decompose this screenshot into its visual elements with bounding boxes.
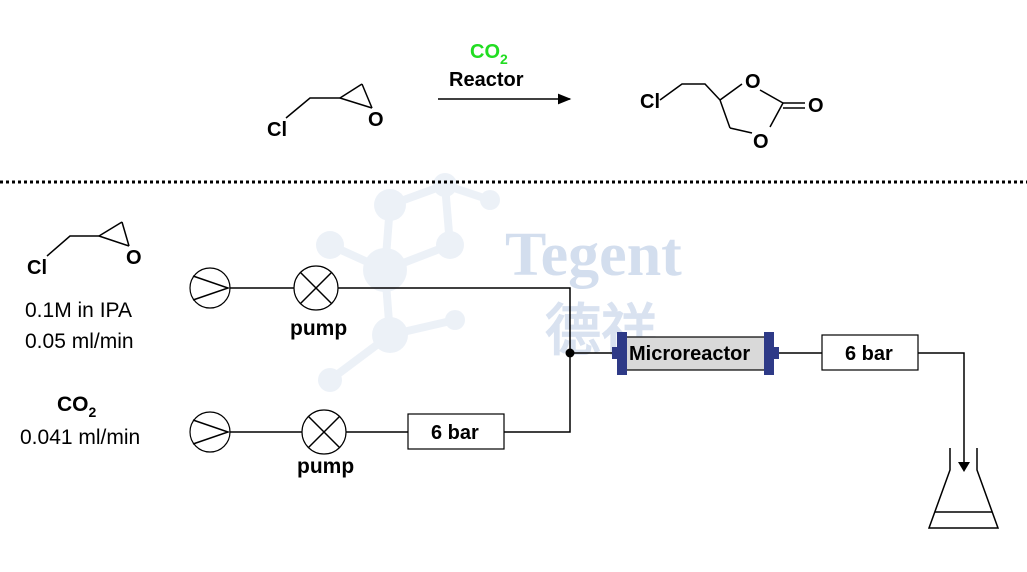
reactant-cl-atom: Cl bbox=[267, 119, 287, 141]
reactant-epichlorohydrin: Cl O bbox=[267, 83, 384, 141]
condition-reactor: Reactor bbox=[449, 69, 524, 91]
microreactor-label: Microreactor bbox=[629, 343, 750, 365]
reagent-co2: CO2 bbox=[470, 41, 508, 67]
flow-setup: Cl O 0.1M in IPA 0.05 ml/min CO2 0.041 m… bbox=[20, 221, 1000, 529]
feed1-structure: Cl O bbox=[27, 221, 142, 279]
reactant-o-atom: O bbox=[368, 109, 384, 131]
product-o-carbonyl: O bbox=[808, 95, 824, 117]
microreactor-body bbox=[622, 336, 768, 371]
microreactor-outlet-cap bbox=[764, 332, 774, 375]
outlet-bpr-label: 6 bar bbox=[845, 343, 893, 365]
collection-flask-icon bbox=[927, 448, 1000, 529]
reaction-arrow-group: CO2 Reactor bbox=[438, 41, 572, 105]
product-cl-atom: Cl bbox=[640, 91, 660, 113]
watermark-text: Tegent bbox=[505, 221, 682, 289]
feed1-concentration: 0.1M in IPA bbox=[25, 299, 132, 322]
feed1-cl-atom: Cl bbox=[27, 257, 47, 279]
outlet-back-pressure-regulator: 6 bar bbox=[821, 334, 919, 371]
feed2: CO2 0.041 ml/min bbox=[20, 393, 140, 449]
feed2-flow-rate: 0.041 ml/min bbox=[20, 426, 140, 449]
product-o-ring-bottom: O bbox=[753, 131, 769, 153]
reaction-scheme: Cl O CO2 Reactor Cl O O bbox=[267, 41, 824, 153]
feed2-pump-icon bbox=[301, 409, 347, 455]
line1: pump bbox=[189, 265, 571, 353]
feed2-pump-label: pump bbox=[297, 455, 354, 478]
feed2-bpr-label: 6 bar bbox=[431, 422, 479, 444]
feed2-species: CO2 bbox=[57, 393, 97, 420]
feed1-pump-label: pump bbox=[290, 317, 347, 340]
feed1-o-atom: O bbox=[126, 247, 142, 269]
feed1-pump-icon bbox=[293, 265, 339, 311]
line2: pump 6 bar bbox=[189, 353, 571, 478]
feed1: Cl O 0.1M in IPA 0.05 ml/min bbox=[25, 221, 142, 353]
microreactor: Microreactor bbox=[612, 332, 779, 375]
feed1-reservoir-valve-icon bbox=[189, 267, 231, 309]
feed2-reservoir-valve-icon bbox=[189, 411, 231, 453]
microreactor-inlet-cap bbox=[617, 332, 627, 375]
feed2-back-pressure-regulator: 6 bar bbox=[407, 413, 505, 450]
product-o-ring-top: O bbox=[745, 71, 761, 93]
feed1-flow-rate: 0.05 ml/min bbox=[25, 330, 134, 353]
watermark-molecule-logo bbox=[316, 173, 500, 392]
product-cyclic-carbonate: Cl O O O bbox=[640, 71, 824, 153]
